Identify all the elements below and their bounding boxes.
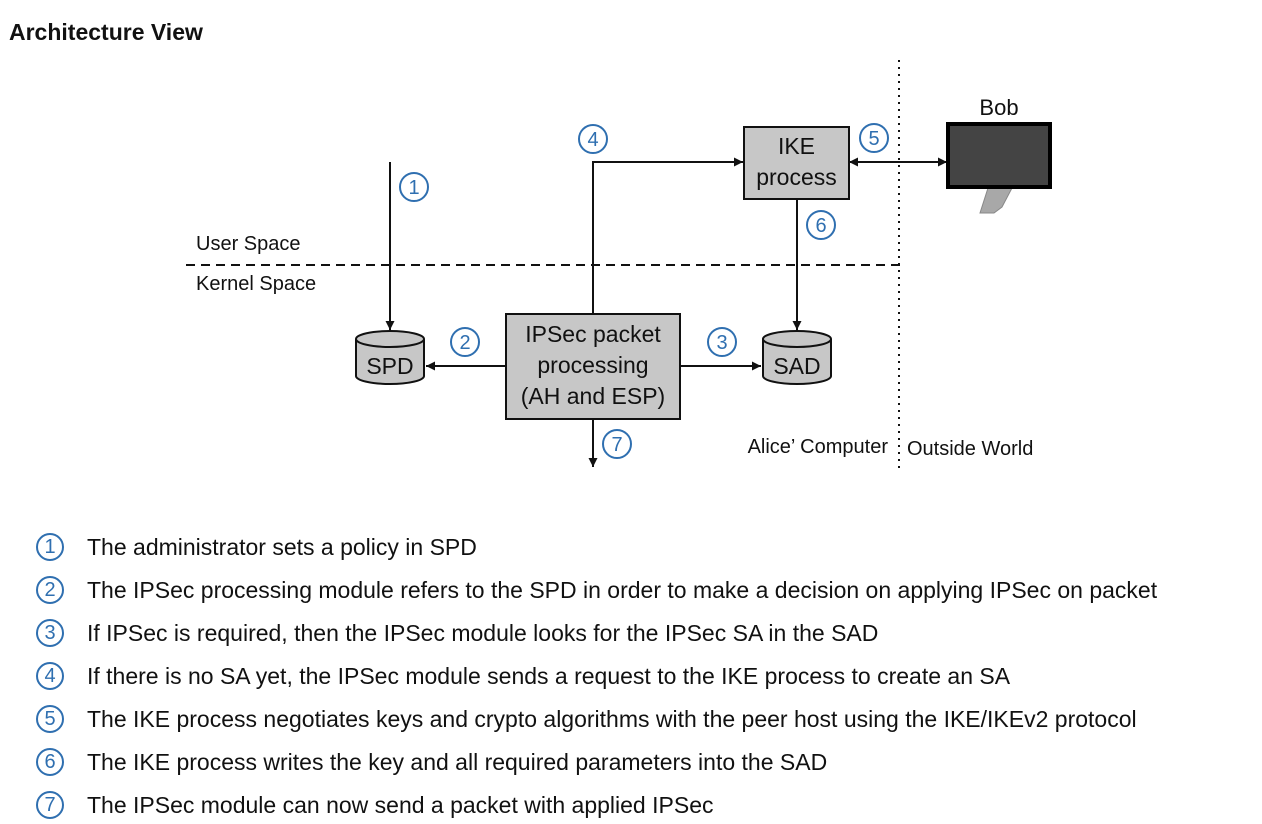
step-marker-3-num: 3 (716, 332, 727, 354)
legend-item: 1 The administrator sets a policy in SPD (36, 530, 477, 564)
alice-computer-label: Alice’ Computer (748, 436, 889, 458)
spd-database-icon: SPD (355, 330, 425, 385)
ipsec-box-line3: (AH and ESP) (521, 383, 665, 409)
ipsec-box-line1: IPSec packet (525, 321, 661, 347)
arrow-4-ipsec-to-ike (592, 157, 743, 314)
legend-text: If IPSec is required, then the IPSec mod… (87, 619, 879, 646)
legend-item: 3 If IPSec is required, then the IPSec m… (36, 616, 878, 650)
step-marker-1-num: 1 (408, 177, 419, 199)
step-marker-2-num: 2 (459, 332, 470, 354)
legend-text: The IPSec module can now send a packet w… (87, 791, 714, 818)
architecture-diagram: User Space Kernel Space Alice’ Computer … (186, 60, 1052, 468)
spd-label: SPD (366, 353, 413, 379)
legend-text: The IKE process writes the key and all r… (87, 748, 828, 775)
step-marker-4-num: 4 (587, 129, 598, 151)
step-number-circle: 1 (36, 533, 64, 561)
legend-item: 7 The IPSec module can now send a packet… (36, 788, 713, 822)
legend-text: If there is no SA yet, the IPSec module … (87, 662, 1011, 689)
step-marker-7-num: 7 (611, 434, 622, 456)
step-marker-6: 6 (806, 210, 836, 240)
legend-text: The IPSec processing module refers to th… (87, 576, 1158, 603)
step-marker-5-num: 5 (868, 128, 879, 150)
step-marker-1: 1 (399, 172, 429, 202)
step-marker-5: 5 (859, 123, 889, 153)
step-number-circle: 6 (36, 748, 64, 776)
sad-database-icon: SAD (762, 330, 832, 385)
outside-world-label: Outside World (907, 438, 1033, 460)
step-marker-6-num: 6 (815, 215, 826, 237)
page-title: Architecture View (9, 19, 203, 45)
legend-item: 4 If there is no SA yet, the IPSec modul… (36, 659, 1010, 693)
step-number-circle: 2 (36, 576, 64, 604)
legend-item: 6 The IKE process writes the key and all… (36, 745, 827, 779)
user-space-label: User Space (196, 233, 301, 255)
step-number-circle: 7 (36, 791, 64, 819)
ipsec-processing-box: IPSec packet processing (AH and ESP) (505, 313, 681, 420)
step-marker-7: 7 (602, 429, 632, 459)
ike-box-line2: process (756, 164, 837, 190)
legend-item: 5 The IKE process negotiates keys and cr… (36, 702, 1137, 736)
ipsec-box-line2: processing (537, 352, 648, 378)
bob-monitor-icon (946, 122, 1052, 214)
kernel-space-label: Kernel Space (196, 273, 316, 295)
bob-label: Bob (979, 95, 1018, 120)
legend-text: The administrator sets a policy in SPD (87, 533, 477, 560)
step-number-circle: 5 (36, 705, 64, 733)
sad-label: SAD (773, 353, 820, 379)
step-marker-3: 3 (707, 327, 737, 357)
step-marker-2: 2 (450, 327, 480, 357)
step-number-circle: 4 (36, 662, 64, 690)
ike-process-box: IKE process (743, 126, 850, 200)
step-marker-4: 4 (578, 124, 608, 154)
legend-text: The IKE process negotiates keys and cryp… (87, 705, 1137, 732)
ike-box-line1: IKE (778, 133, 815, 159)
legend-item: 2 The IPSec processing module refers to … (36, 573, 1157, 607)
step-number-circle: 3 (36, 619, 64, 647)
